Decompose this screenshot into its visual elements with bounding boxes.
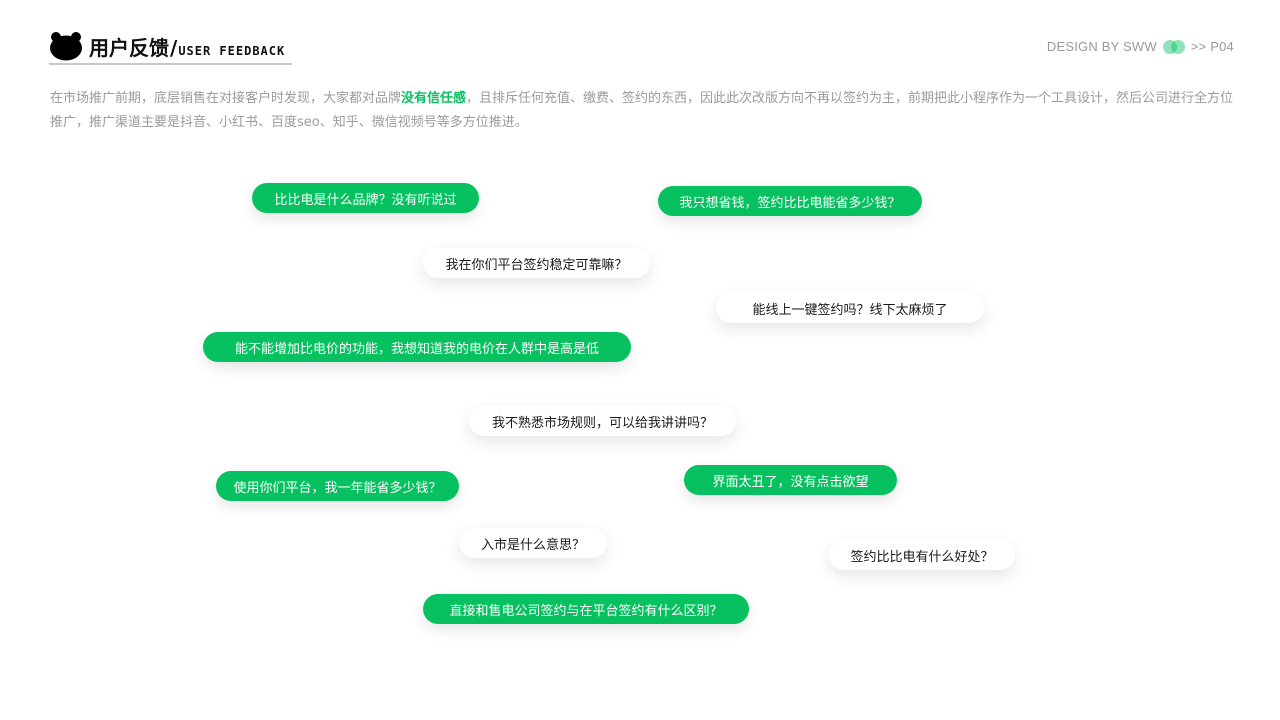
- feedback-bubble: 界面太丑了，没有点击欲望: [684, 465, 897, 495]
- feedback-bubble: 我不熟悉市场规则，可以给我讲讲吗？: [469, 406, 736, 436]
- intro-paragraph: 在市场推广前期，底层销售在对接客户时发现，大家都对品牌没有信任感，且排斥任何充值…: [50, 87, 1240, 135]
- page-number: >> P04: [1190, 39, 1234, 54]
- feedback-bubble: 入市是什么意思？: [459, 528, 607, 558]
- feedback-bubble: 能线上一键签约吗？线下太麻烦了: [716, 293, 984, 323]
- feedback-bubble: 比比电是什么品牌？没有听说过: [252, 183, 479, 213]
- intro-text-before: 在市场推广前期，底层销售在对接客户时发现，大家都对品牌: [50, 91, 402, 106]
- designer-label: DESIGN BY SWW: [1046, 39, 1157, 54]
- bear-head-icon: [50, 32, 82, 61]
- feedback-bubble: 能不能增加比电价的功能，我想知道我的电价在人群中是高是低: [203, 332, 631, 362]
- feedback-bubble: 直接和售电公司签约与在平台签约有什么区别？: [423, 594, 749, 624]
- title-separator: /: [170, 36, 178, 60]
- intro-highlight: 没有信任感: [401, 91, 467, 106]
- feedback-bubble: 签约比比电有什么好处？: [829, 540, 1015, 570]
- feedback-bubble: 使用你们平台，我一年能省多少钱？: [216, 471, 459, 501]
- title-english: USER FEEDBACK: [178, 44, 286, 58]
- title-underline: [49, 63, 292, 65]
- feedback-bubble: 我在你们平台签约稳定可靠嘛？: [423, 248, 650, 278]
- overlapping-circles-icon: [1162, 39, 1185, 54]
- page-title: 用户反馈 / USER FEEDBACK: [89, 32, 285, 61]
- title-chinese: 用户反馈: [89, 36, 169, 60]
- intro-text-after: ，且排斥任何充值、缴费、签约的东西，因此此次改版方向不再以签约为主，前期把此小程…: [50, 91, 1234, 130]
- design-credit: DESIGN BY SWW >> P04: [1047, 39, 1234, 54]
- feedback-bubble: 我只想省钱，签约比比电能省多少钱？: [658, 186, 922, 216]
